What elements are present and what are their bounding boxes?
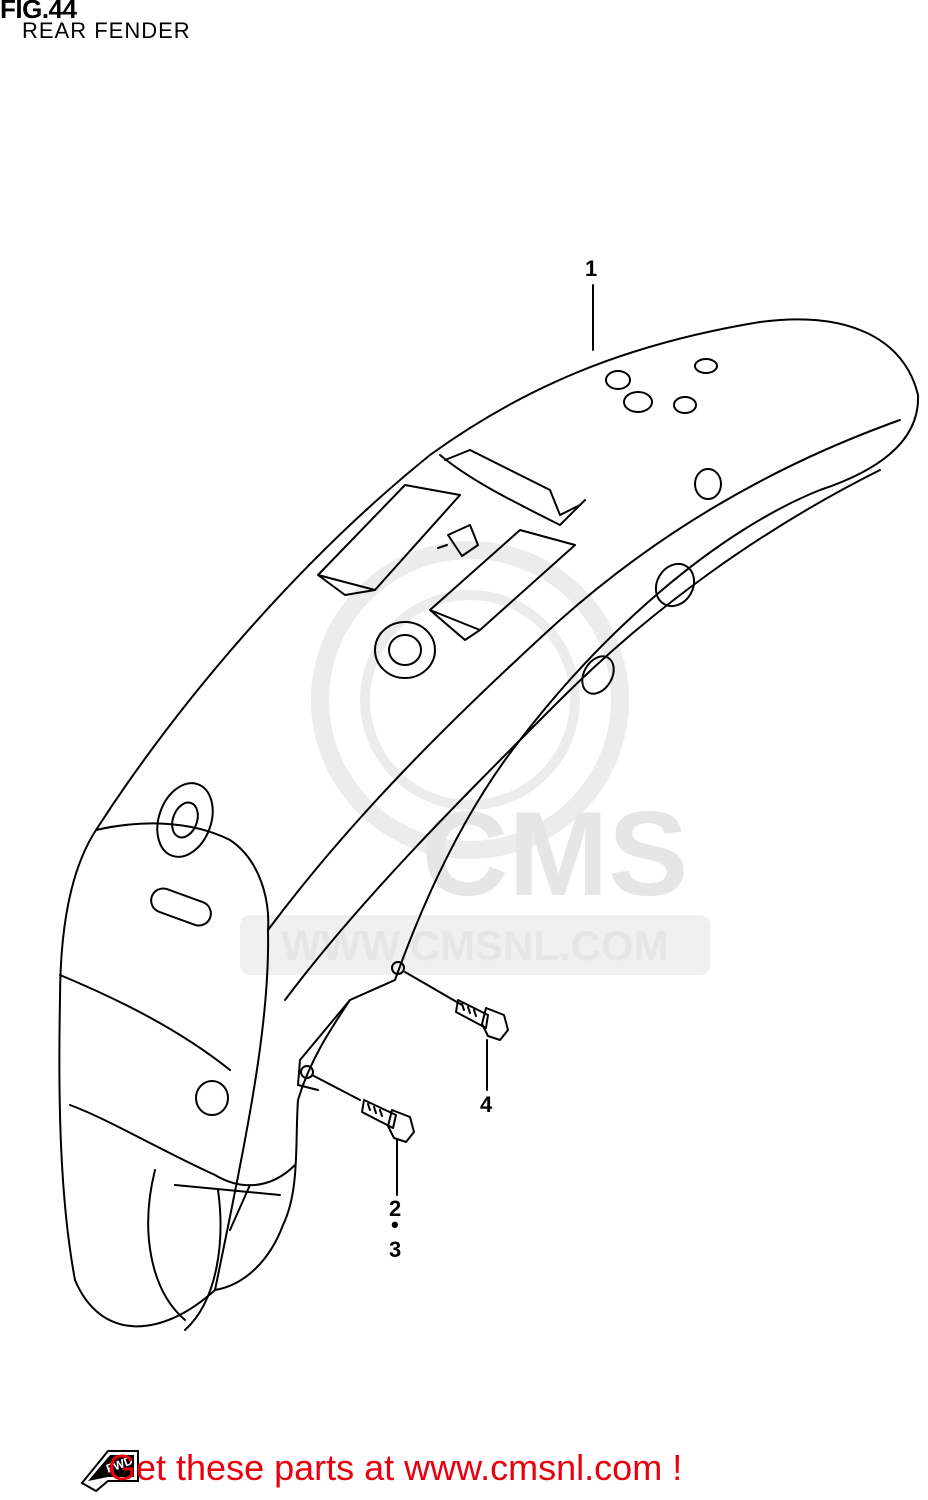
hole-bottom bbox=[195, 1080, 229, 1116]
watermark-brand: CMS bbox=[422, 787, 689, 921]
hole-top-5 bbox=[694, 468, 722, 500]
callout-3: 3 bbox=[389, 1237, 401, 1262]
hole-top-3 bbox=[673, 396, 697, 414]
callout-1: 1 bbox=[585, 256, 597, 281]
fender-side-line bbox=[267, 419, 901, 931]
fender-lower-seam bbox=[59, 974, 231, 1071]
mount-hole bbox=[391, 961, 405, 975]
bolt-2-3 bbox=[361, 1099, 415, 1143]
fender-top-bracket bbox=[444, 449, 581, 516]
fender-inner-edge bbox=[95, 822, 270, 1291]
hole-top-2 bbox=[623, 391, 653, 413]
fender-outline bbox=[58, 318, 920, 1328]
pad-right bbox=[429, 529, 576, 641]
grommet-right bbox=[581, 655, 615, 695]
footer-link[interactable]: Get these parts at www.cmsnl.com ! bbox=[108, 1447, 683, 1488]
rear-bracket bbox=[297, 999, 351, 1091]
clip bbox=[437, 524, 479, 557]
callout-4: 4 bbox=[480, 1092, 493, 1117]
pad-left bbox=[317, 484, 461, 596]
fender-bottom-rib bbox=[147, 1169, 222, 1331]
figure-title: REAR FENDER bbox=[22, 18, 191, 43]
callout-2: 2 bbox=[389, 1196, 401, 1221]
hole-top-1 bbox=[605, 370, 631, 390]
watermark-url: WWW.CMSNL.COM bbox=[281, 922, 668, 969]
watermark: CMS WWW.CMSNL.COM bbox=[240, 541, 710, 975]
leader-4-bolt bbox=[404, 971, 463, 1006]
grommet-side bbox=[156, 782, 214, 858]
figure-number: FIG.44 bbox=[0, 0, 77, 24]
grommet-right-2 bbox=[654, 562, 696, 608]
fender-lower-seam-2 bbox=[69, 1104, 296, 1187]
slot-hole bbox=[150, 887, 212, 927]
hole-top-4 bbox=[694, 358, 718, 374]
fender-side-line-2 bbox=[284, 469, 881, 1001]
fender-bottom-rib-2 bbox=[174, 1184, 281, 1231]
bolt-4 bbox=[455, 999, 509, 1041]
fender-top-rail bbox=[439, 454, 586, 526]
leader-23-bolt bbox=[311, 1074, 361, 1101]
fwd-arrow-icon: FWD bbox=[80, 1450, 139, 1493]
callout-dot: • bbox=[391, 1212, 399, 1237]
grommet-large bbox=[374, 621, 436, 679]
bracket-hole bbox=[300, 1065, 314, 1079]
